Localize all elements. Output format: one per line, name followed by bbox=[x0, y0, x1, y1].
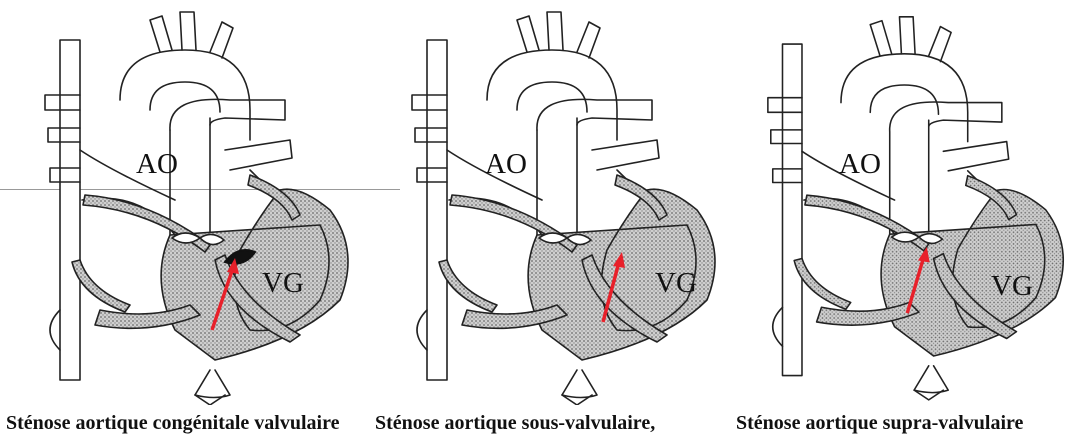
vg-label: VG bbox=[262, 269, 304, 298]
heart-diagram bbox=[367, 0, 725, 405]
panel-supravalvular: AO VG Sténose aortique supra-valvulaire bbox=[724, 0, 1073, 444]
panel-valvular: AO VG Sténose aortique congénitale valvu… bbox=[0, 0, 358, 444]
vg-label: VG bbox=[991, 272, 1033, 301]
caption: Sténose aortique sous-valvulaire, bbox=[375, 411, 655, 435]
ao-label: AO bbox=[136, 150, 178, 179]
panel-subvalvular: AO VG Sténose aortique sous-valvulaire, bbox=[367, 0, 725, 444]
heart-diagram bbox=[724, 0, 1073, 405]
caption: Sténose aortique congénitale valvulaire bbox=[6, 411, 340, 435]
caption: Sténose aortique supra-valvulaire bbox=[736, 411, 1023, 435]
vg-label: VG bbox=[655, 269, 697, 298]
ao-label: AO bbox=[485, 150, 527, 179]
ao-label: AO bbox=[839, 150, 881, 179]
heart-diagram bbox=[0, 0, 358, 405]
